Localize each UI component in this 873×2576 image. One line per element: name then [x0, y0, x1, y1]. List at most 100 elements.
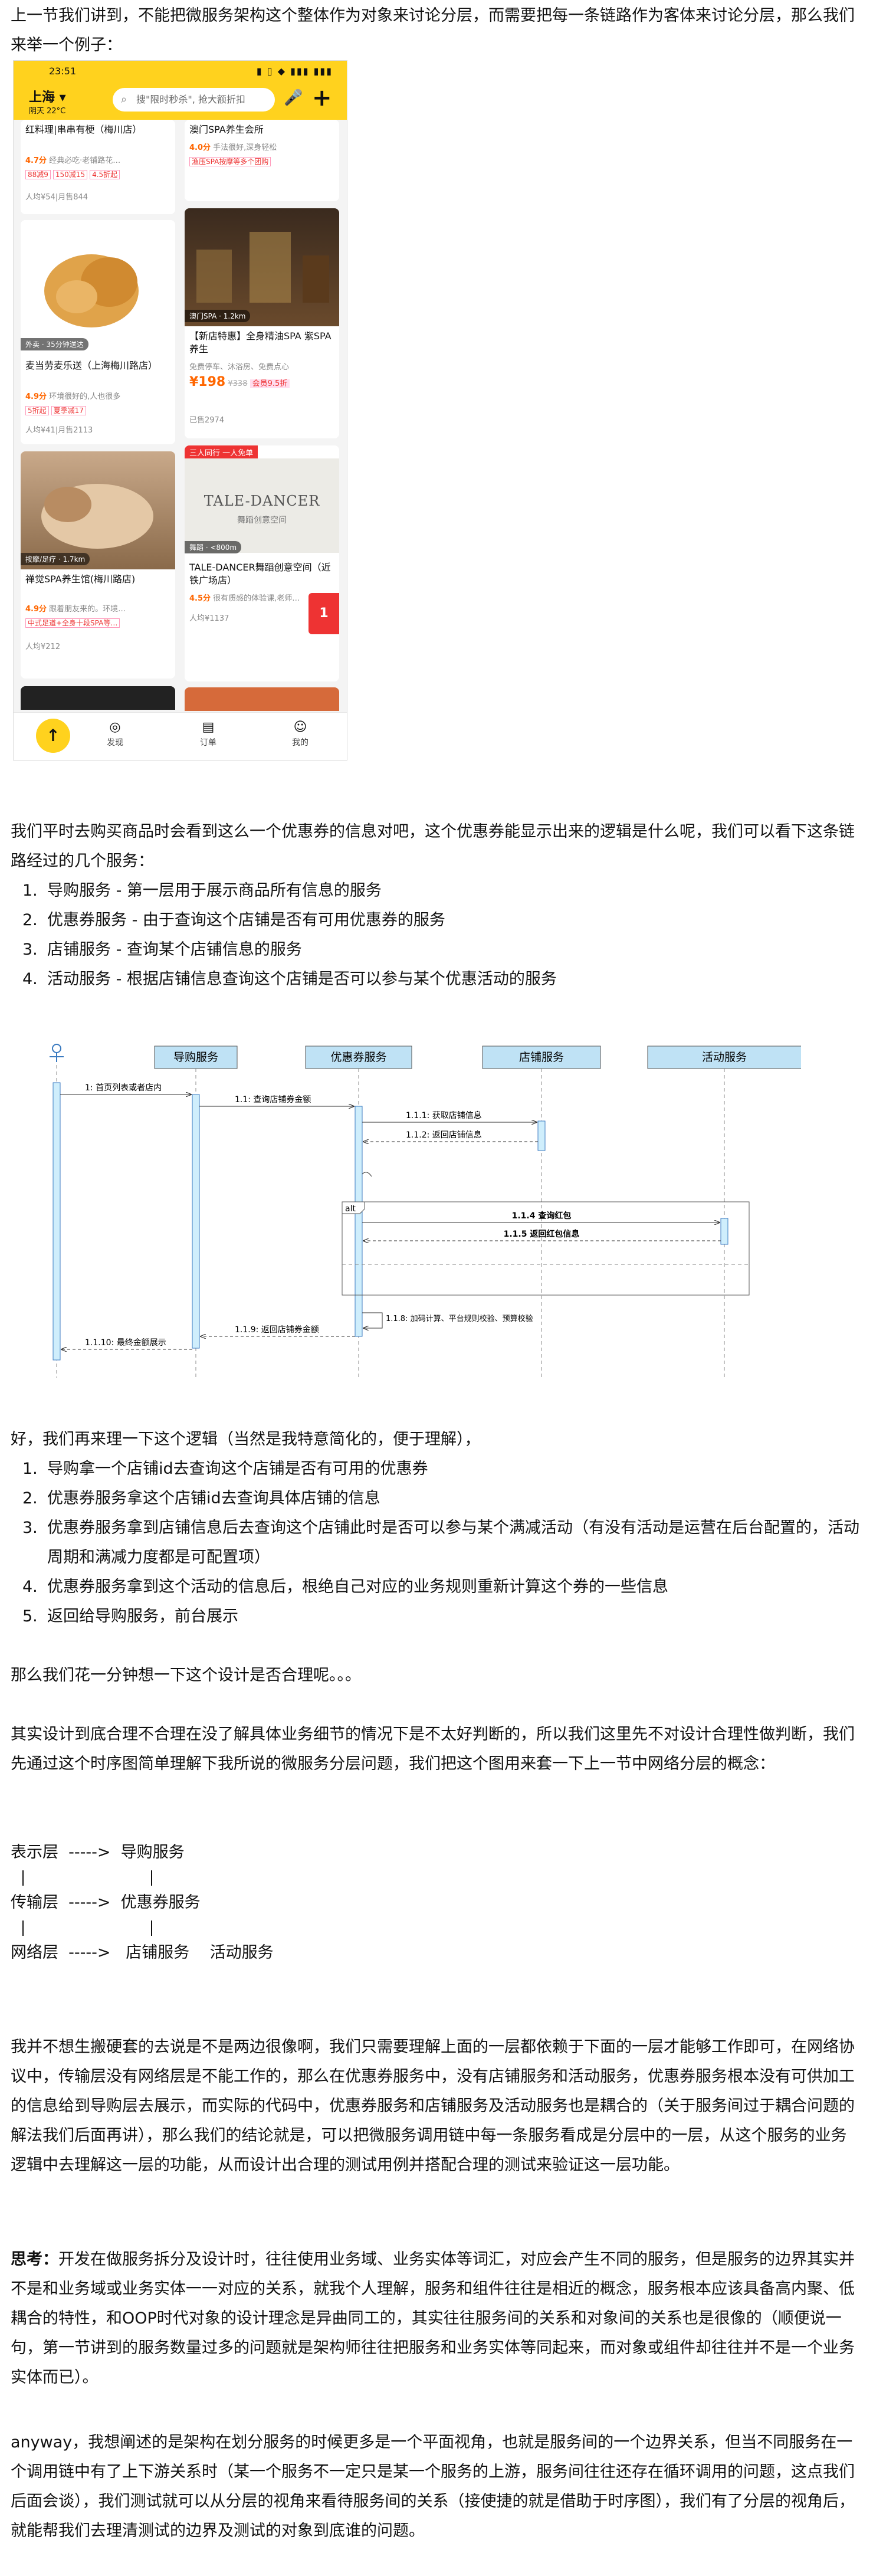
- card-title: 红料理|串串有梗（梅川店）: [25, 124, 142, 135]
- list-item: 3.店铺服务 - 查询某个店铺信息的服务: [22, 940, 302, 959]
- search-icon: ⌕: [121, 93, 127, 106]
- status-bar: 23:51 ▮ ▯ ◆ ▮▮▮ ▮▮▮: [14, 61, 347, 82]
- promo-banner: 三人同行 一人免单: [185, 445, 258, 459]
- message-label: 1.1.1: 获取店铺信息: [406, 1110, 482, 1120]
- profile-icon: ☺: [293, 720, 307, 735]
- list-item[interactable]: 澳门SPA养生会所 4.0分 手法很好,深身轻松 渔压SPA按摩等多个团购: [185, 120, 339, 201]
- paragraph: 那么我们花一分钟想一下这个设计是否合理呢。。。: [11, 1666, 361, 1684]
- card-score: 4.0分 手法很好,深身轻松: [189, 143, 277, 152]
- message-label: 1.1.2: 返回店铺信息: [406, 1130, 482, 1140]
- list-item[interactable]: 澳门SPA · 1.2km 【新店特惠】全身精油SPA 紫SPA养生 免费停车、…: [185, 208, 339, 438]
- layer-connector: [22, 1870, 24, 1886]
- massage-photo-image: [41, 484, 153, 549]
- lane-header: [305, 1046, 412, 1069]
- home-tab[interactable]: ↑: [36, 719, 70, 753]
- sequence-diagram: 导购服务 优惠券服务 店铺服务 活动服务 1: 首页列表或者店内 1.1: 查询…: [50, 1044, 801, 1378]
- card-image-peek: [21, 686, 175, 710]
- phone-screenshot: 23:51 ▮ ▯ ◆ ▮▮▮ ▮▮▮ 上海 ▾ 阴天 22°C ⌕ 搜"限时秒…: [13, 60, 347, 761]
- card-footer: 人均¥54|月售844: [25, 193, 88, 202]
- intro-paragraph: 上一节我们讲到，不能把微服务架构这个整体作为对象来讨论分层，而需要把每一条链路作…: [11, 6, 855, 54]
- card-footer: 人均¥41|月售2113: [25, 426, 93, 435]
- list-item: 2.优惠券服务拿这个店铺id去查询具体店铺的信息: [22, 1489, 380, 1507]
- card-tag: 舞蹈 · <800m: [185, 541, 242, 553]
- layer-line: 表示层 -----> 导购服务: [11, 1843, 185, 1861]
- lane-label: 导购服务: [173, 1051, 218, 1064]
- message-label: 1.1.5 返回红包信息: [504, 1229, 580, 1239]
- search-input[interactable]: ⌕ 搜"限时秒杀", 抢大额折扣: [113, 88, 275, 112]
- tab-profile[interactable]: 我的: [292, 738, 308, 748]
- card-footer: 已售2974: [189, 416, 225, 425]
- paragraph: 好，我们再来理一下这个逻辑（当然是我特意简化的，便于理解），: [11, 1430, 481, 1448]
- plus-icon[interactable]: +: [312, 84, 332, 112]
- list-item[interactable]: 外卖 · 35分钟送达 麦当劳麦乐送（上海梅川路店） 4.9分 环境很好的,人也…: [21, 220, 175, 444]
- spa-image: [185, 208, 339, 326]
- card-score: 4.7分 经典必吃·老铺路花…: [25, 156, 121, 165]
- layer-connector: [22, 1920, 24, 1936]
- city-selector[interactable]: 上海 ▾: [29, 90, 66, 105]
- status-icons: ▮ ▯ ◆ ▮▮▮ ▮▮▮: [256, 65, 333, 77]
- card-title: 麦当劳麦乐送（上海梅川路店）: [25, 360, 158, 371]
- microphone-icon[interactable]: 🎤: [284, 89, 303, 107]
- discover-icon: ◎: [109, 720, 121, 735]
- weather-text: 阴天 22°C: [29, 107, 66, 116]
- brand-image: TALE-DANCER 舞蹈创意空间: [185, 458, 339, 553]
- list-item: 1.导购服务 - 第一层用于展示商品所有信息的服务: [22, 881, 382, 900]
- top-bar: 上海 ▾ 阴天 22°C ⌕ 搜"限时秒杀", 抢大额折扣 🎤 +: [14, 82, 347, 120]
- card-title: 澳门SPA养生会所: [189, 124, 264, 135]
- lane-label: 优惠券服务: [330, 1051, 386, 1064]
- card-tag: 外卖 · 35分钟送达: [21, 338, 88, 350]
- message-label: 1.1.9: 返回店铺券金额: [235, 1325, 319, 1335]
- lane-label: 店铺服务: [519, 1051, 564, 1064]
- card-price: ¥198 ¥338 会员9.5折: [189, 375, 290, 389]
- list-item: 1.导购拿一个店铺id去查询这个店铺是否有可用的优惠券: [22, 1460, 428, 1478]
- alt-frame: [342, 1201, 750, 1296]
- list-item: 4.优惠券服务拿到这个活动的信息后，根绝自己对应的业务规则重新计算这个券的一些信…: [22, 1578, 668, 1596]
- card-note: 免费停车、沐浴房、免费点心: [189, 363, 290, 372]
- bottom-nav: ↑ ◎ 发现 ▤ 订单 ☺ 我的: [14, 712, 347, 760]
- brand-subtitle: 舞蹈创意空间: [237, 516, 287, 525]
- card-score: 4.9分 跟着朋友来的。环境…: [25, 605, 126, 614]
- list-item: 5.返回给导购服务，前台展示: [22, 1607, 238, 1625]
- red-packet-icon[interactable]: 1: [308, 593, 339, 634]
- card-tag: 澳门SPA · 1.2km: [185, 310, 251, 322]
- layer-connector: [151, 1870, 152, 1886]
- status-time: 23:51: [49, 65, 77, 77]
- tab-discover[interactable]: 发现: [107, 738, 123, 748]
- card-tag: 按摩/足疗 · 1.7km: [21, 553, 90, 565]
- card-footer: 人均¥1137: [189, 614, 229, 623]
- message-label: 1.1.4 查询红包: [512, 1211, 572, 1221]
- paragraph: 我并不想生搬硬套的去说是不是两边很像啊，我们只需要理解上面的一层都依赖于下面的一…: [11, 2038, 855, 2174]
- card-score: 4.9分 环境很好的,人也很多: [25, 392, 121, 401]
- card-chips: 5折起夏季减17: [25, 405, 88, 415]
- fried-chicken-image: [44, 254, 139, 327]
- brand-name: TALE-DANCER: [204, 493, 320, 509]
- list-item[interactable]: 三人同行 一人免单 TALE-DANCER 舞蹈创意空间 舞蹈 · <800m …: [185, 445, 339, 681]
- layer-line: 网络层 -----> 店铺服务 活动服务: [11, 1944, 274, 1962]
- food-image: [21, 220, 175, 356]
- list-item[interactable]: 按摩/足疗 · 1.7km 禅觉SPA养生馆(梅川路店) 4.9分 跟着朋友来的…: [21, 451, 175, 679]
- card-title: 禅觉SPA养生馆(梅川路店): [25, 573, 136, 585]
- layer-connector: [151, 1920, 152, 1936]
- card-title: TALE-DANCER舞蹈创意空间（近铁广场店）: [189, 562, 331, 586]
- paragraph: anyway，我想阐述的是架构在划分服务的时候更多是一个平面视角，也就是服务间的…: [11, 2433, 855, 2540]
- paragraph: 思考：开发在做服务拆分及设计时，往往使用业务域、业务实体等词汇，对应会产生不同的…: [11, 2245, 860, 2393]
- card-chips: 渔压SPA按摩等多个团购: [189, 156, 273, 166]
- tab-orders[interactable]: 订单: [200, 738, 216, 748]
- lane-label: 活动服务: [702, 1051, 747, 1064]
- card-chips: 中式足道+全身十段SPA等…: [25, 618, 122, 628]
- think-label: 思考：: [11, 2250, 58, 2269]
- message-label: 1.1: 查询店铺券金额: [235, 1095, 311, 1105]
- list-item: 2.优惠券服务 - 由于查询这个店铺是否有可用优惠券的服务: [22, 911, 445, 929]
- message-label: 1.1.10: 最终金额展示: [85, 1338, 166, 1348]
- search-placeholder: 搜"限时秒杀", 抢大额折扣: [136, 94, 245, 105]
- list-item: 4.活动服务 - 根据店铺信息查询这个店铺是否可以参与某个优惠活动的服务: [22, 970, 557, 988]
- spa-room-image: [196, 232, 329, 303]
- paragraph: 其实设计到底合理不合理在没了解具体业务细节的情况下是不太好判断的，所以我们这里先…: [11, 1725, 855, 1773]
- lane-header: [482, 1046, 601, 1069]
- card-score: 4.5分 很有质感的体验课,老师…: [189, 594, 300, 603]
- message-label: 1.1.8: 加码计算、平台规则校验、预算校验: [386, 1314, 533, 1323]
- card-image-peek: [185, 687, 339, 711]
- message-label: 1: 首页列表或者店内: [85, 1083, 162, 1093]
